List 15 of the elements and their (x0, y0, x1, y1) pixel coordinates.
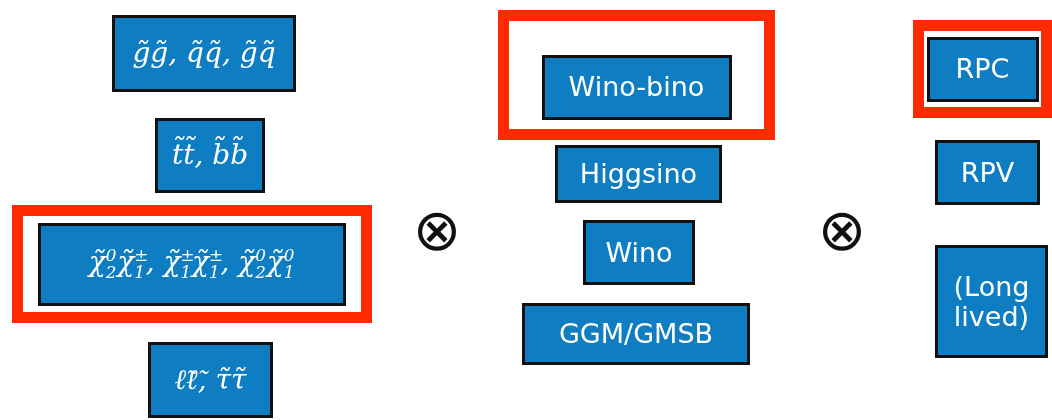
highlight-frame (498, 10, 775, 140)
process-box: Higgsino (555, 145, 722, 203)
operator-symbol: ⊗ (411, 200, 463, 260)
process-box: RPC (926, 36, 1039, 102)
process-box: GGM/GMSB (522, 303, 750, 365)
operator-symbol: ⊗ (816, 200, 868, 260)
process-box: g̃g̃, q̃q̃, g̃q̃ (112, 15, 296, 92)
process-box: Wino (583, 220, 695, 285)
process-box: RPV (935, 140, 1040, 205)
process-box: (Long lived) (935, 245, 1048, 358)
highlight-frame (12, 205, 372, 323)
process-box: Wino-bino (541, 54, 732, 120)
process-box: t̃t̃, b̃b̃ (155, 118, 265, 193)
process-box: ℓ̃ℓ̃, τ̃τ̃ (148, 342, 273, 418)
highlight-frame (913, 20, 1052, 118)
